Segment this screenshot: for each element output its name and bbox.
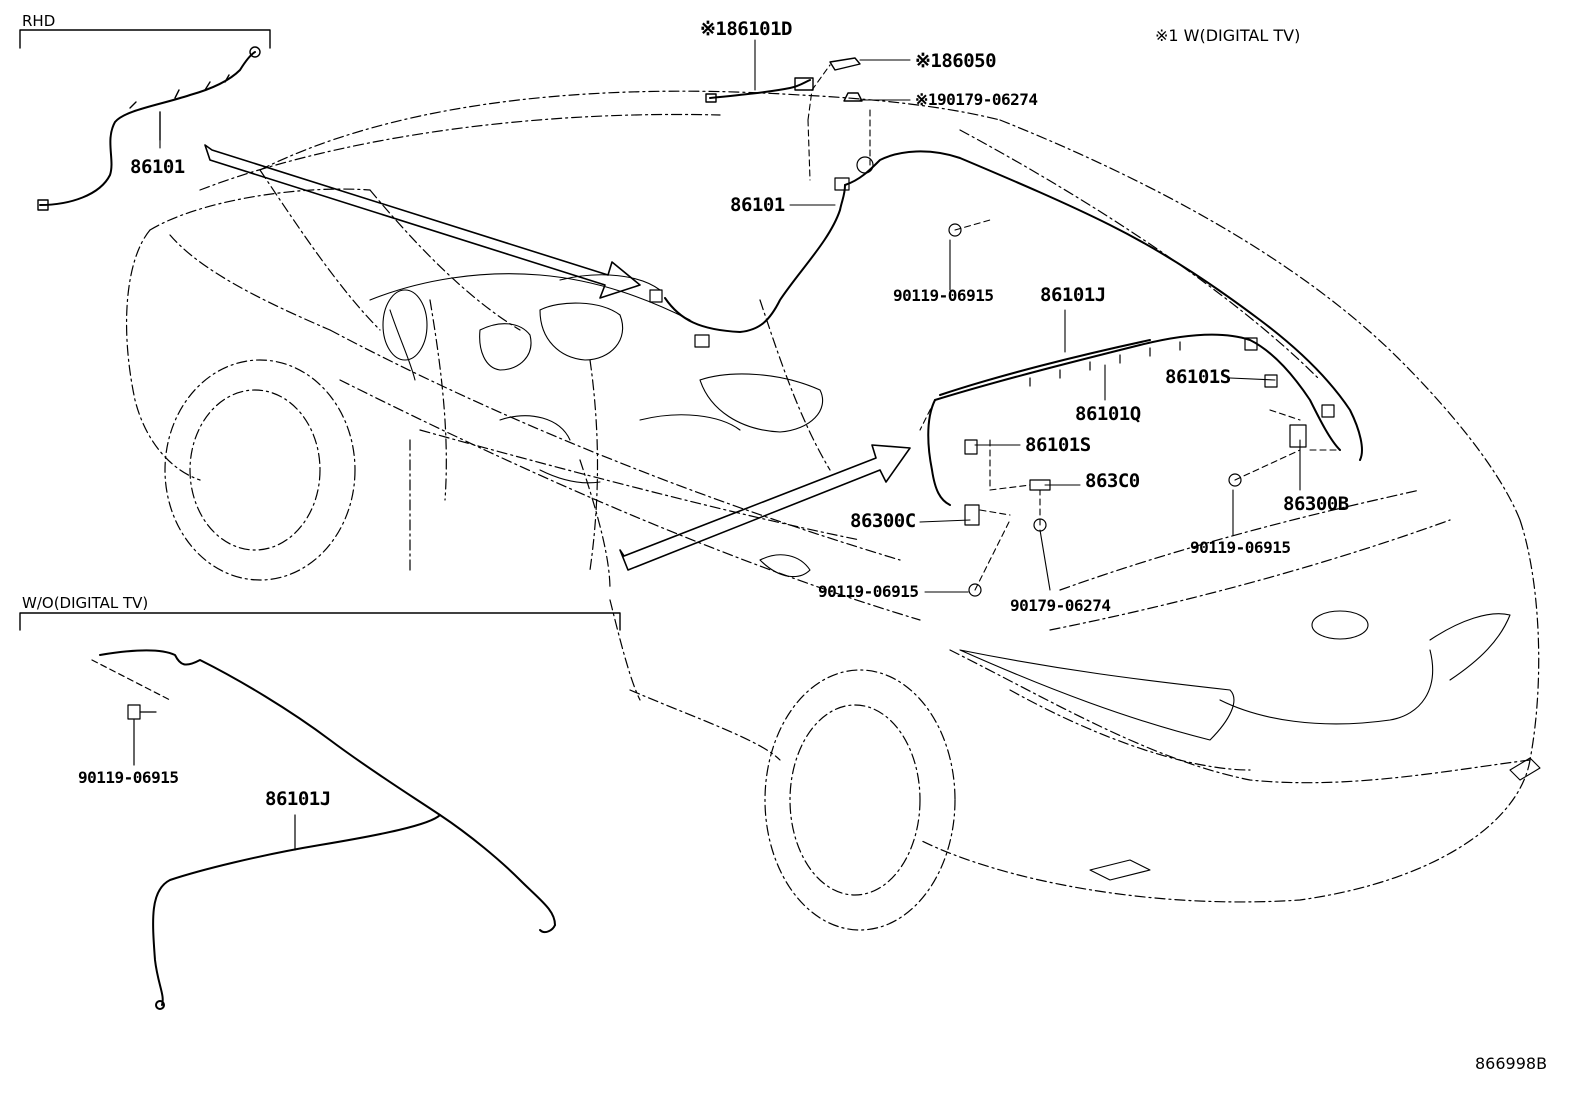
antenna-harness-connectors — [649, 156, 1335, 597]
view-arrow-upper — [204, 144, 641, 299]
part-label-86101j-wo: 86101J — [265, 788, 331, 810]
part-label-86101-mid: 86101 — [730, 194, 785, 216]
part-label-86050: ※186050 — [915, 50, 997, 72]
part-label-90119-06915-b: 90119-06915 — [1190, 538, 1291, 557]
part-label-86101s-a: 86101S — [1165, 366, 1231, 388]
part-label-86300b: 86300B — [1283, 493, 1349, 515]
wo-digital-tv-bolt — [91, 659, 296, 851]
part-label-90179-06274-b: 90179-06274 — [1010, 596, 1111, 615]
top-antenna-parts — [705, 57, 863, 103]
wo-digital-tv-harness — [99, 649, 556, 1010]
section-label-rhd: RHD — [22, 12, 56, 30]
dashed-leaders — [807, 64, 1341, 591]
part-label-86101s-b: 86101S — [1025, 434, 1091, 456]
illustration-reference-number: 866998B — [1475, 1054, 1548, 1073]
part-label-86101j: 86101J — [1040, 284, 1106, 306]
part-label-86101-rhd: 86101 — [130, 156, 185, 178]
rhd-antenna-harness — [37, 46, 261, 211]
view-arrow-lower — [619, 444, 911, 571]
note-digital-tv: ※1 W(DIGITAL TV) — [1155, 26, 1301, 45]
wo-digital-tv-section-bracket — [19, 612, 621, 631]
part-label-86300c: 86300C — [850, 510, 916, 532]
part-label-86101d: ※186101D — [700, 18, 793, 40]
part-label-863c0: 863C0 — [1085, 470, 1140, 492]
vehicle-body-outline — [125, 90, 1540, 931]
part-label-90119-06915-a: 90119-06915 — [893, 286, 994, 305]
antenna-harness-main — [664, 150, 1363, 506]
interior-detail — [369, 273, 1541, 881]
section-label-wo-digital-tv: W/O(DIGITAL TV) — [22, 594, 149, 612]
part-label-90119-06915-c: 90119-06915 — [818, 582, 919, 601]
part-label-86101q: 86101Q — [1075, 403, 1141, 425]
part-label-90179-06274-top: ※190179-06274 — [915, 90, 1038, 109]
label-leaders — [159, 39, 1301, 593]
part-label-90119-06915-wo: 90119-06915 — [78, 768, 179, 787]
rhd-section-bracket — [19, 29, 271, 49]
